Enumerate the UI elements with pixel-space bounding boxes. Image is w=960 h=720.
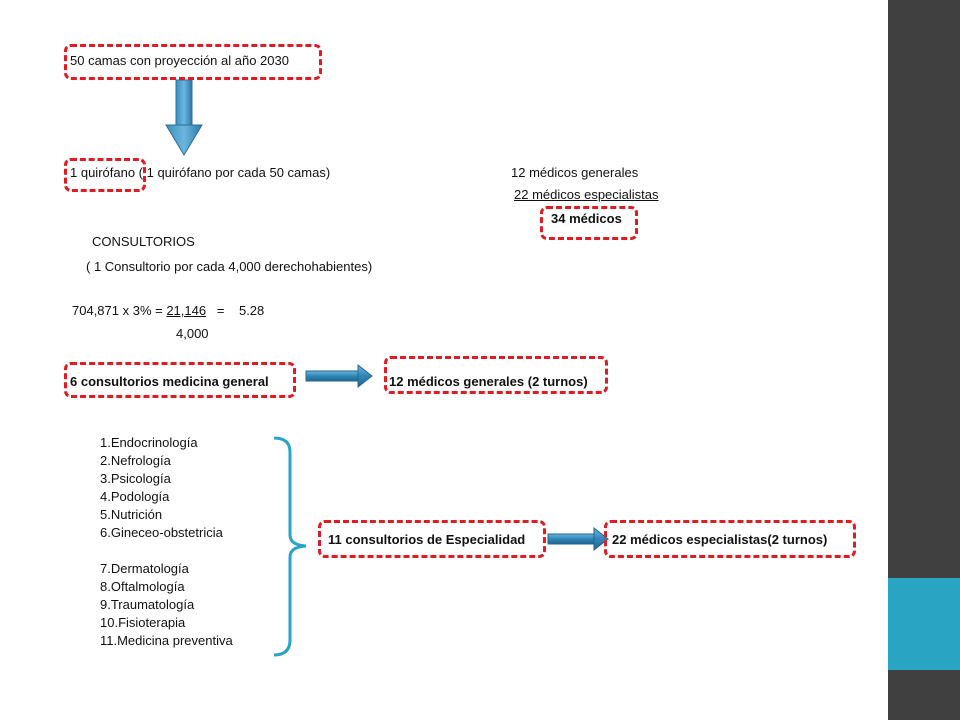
list-item: 3.Psicología <box>100 471 171 486</box>
list-item: 2.Nefrología <box>100 453 171 468</box>
list-item: 8.Oftalmología <box>100 579 185 594</box>
list-item: 7.Dermatología <box>100 561 189 576</box>
list-item: 9.Traumatología <box>100 597 195 612</box>
slide-accent-block <box>888 578 960 670</box>
down-arrow-icon <box>165 79 203 156</box>
consultorios-heading: CONSULTORIOS <box>92 234 195 249</box>
especialidades-list: 1.Endocrinología 2.Nefrología 3.Psicolog… <box>100 434 233 650</box>
calculation-line: 704,871 x 3% = 21,146 = 5.28 <box>72 303 264 319</box>
calculation-value: 21,146 <box>166 303 207 318</box>
medicos-generales-text: 12 médicos generales <box>511 165 639 180</box>
calculation-divisor: 4,000 <box>176 326 209 341</box>
highlight-box-specialty-right <box>604 520 856 558</box>
list-item: 10.Fisioterapia <box>100 615 186 630</box>
brace-icon <box>273 436 307 657</box>
highlight-box-general-left <box>64 362 296 398</box>
list-item: 6.Gineceo-obstetricia <box>100 525 223 540</box>
specialty-medicos-text: 22 médicos especialistas(2 turnos) <box>612 532 828 547</box>
highlight-box-specialty-left <box>318 520 546 558</box>
quirofano-text: 1 quirófano <box>70 165 136 180</box>
specialty-consultorios-text: 11 consultorios de Especialidad <box>328 532 526 547</box>
calculation-left: 704,871 x 3% = <box>72 303 167 318</box>
medicos-total-text: 34 médicos <box>551 211 622 226</box>
right-arrow-icon <box>305 363 373 389</box>
list-item: 11.Medicina preventiva <box>100 633 233 648</box>
beds-projection-text: 50 camas con proyección al año 2030 <box>70 53 289 68</box>
consultorios-ratio: ( 1 Consultorio por cada 4,000 derechoha… <box>86 259 373 274</box>
list-item: 5.Nutrición <box>100 507 163 522</box>
quirofano-label: 1 quirófano ( 1 quirófano por cada 50 ca… <box>70 165 330 181</box>
general-medicos-text: 12 médicos generales (2 turnos) <box>389 374 588 389</box>
highlight-box-top <box>64 44 322 80</box>
general-consultorios-text: 6 consultorios medicina general <box>70 374 269 389</box>
calculation-right: = 5.28 <box>206 303 265 318</box>
list-spacer <box>100 542 233 560</box>
list-item: 4.Podología <box>100 489 170 504</box>
right-arrow-icon <box>547 526 609 552</box>
highlight-box-total <box>540 206 638 240</box>
highlight-box-general-right <box>384 356 608 394</box>
medicos-especialistas-text: 22 médicos especialistas <box>514 187 659 202</box>
highlight-box-quirofano <box>64 158 146 192</box>
list-item: 1.Endocrinología <box>100 435 198 450</box>
quirofano-note: ( 1 quirófano por cada 50 camas) <box>135 165 331 180</box>
